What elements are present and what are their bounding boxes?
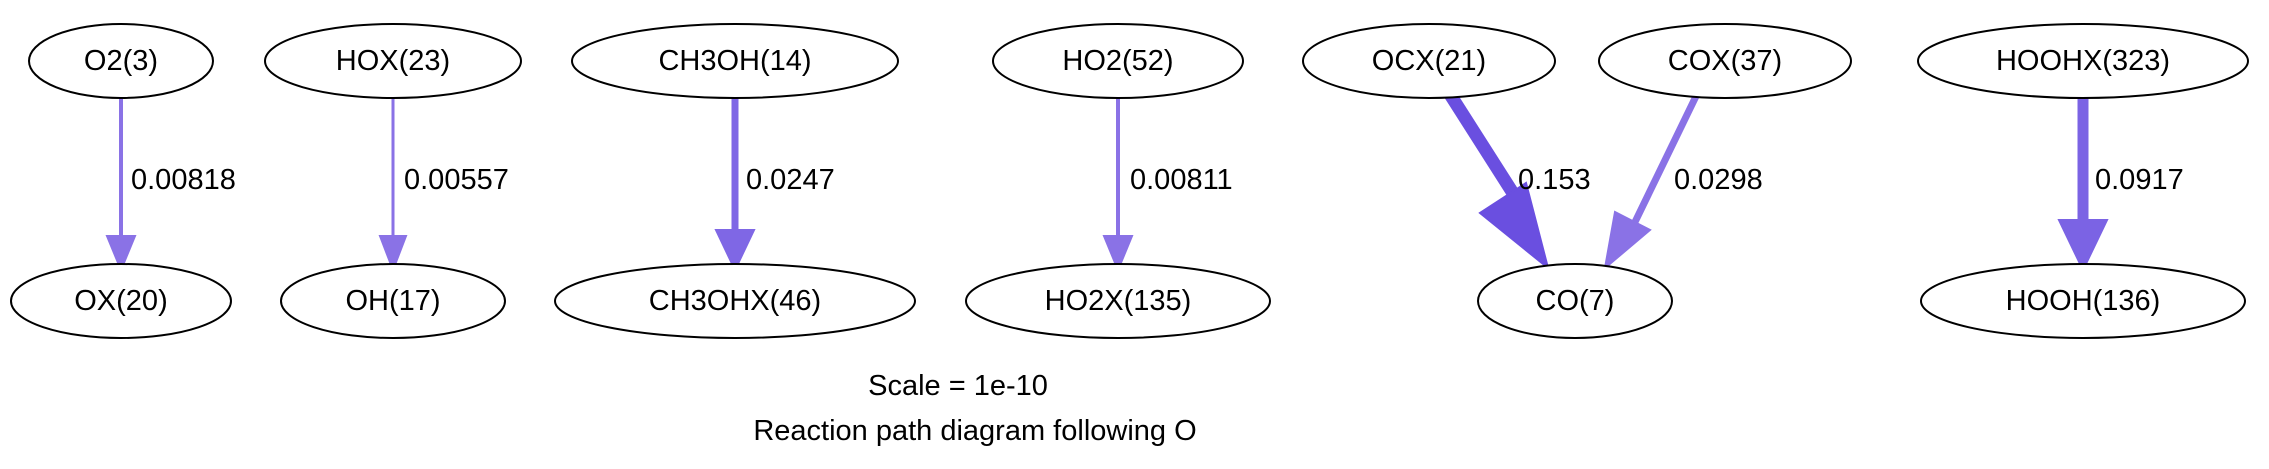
node-ch3ohx: CH3OHX(46) [554,263,916,339]
node-ch3oh: CH3OH(14) [571,23,899,99]
svg-text:HO2(52): HO2(52) [1062,45,1173,77]
edge-ho2-ho2x: 0.00811 [1102,88,1233,273]
svg-text:HO2X(135): HO2X(135) [1045,285,1192,317]
node-o2: O2(3) [28,23,214,99]
node-hoohx: HOOHX(323) [1917,23,2249,99]
node-hooh: HOOH(136) [1920,263,2246,339]
svg-text:CH3OHX(46): CH3OHX(46) [649,285,821,317]
node-ocx: OCX(21) [1302,23,1556,99]
node-co: CO(7) [1477,263,1673,339]
scale-caption: Scale = 1e-10 [868,370,1048,402]
edge-o2-ox: 0.00818 [105,88,236,273]
edge-ocx-co: 0.153 [1440,84,1591,271]
diagram-title: Reaction path diagram following O [753,415,1196,447]
svg-text:COX(37): COX(37) [1668,45,1782,77]
edge-label-cox-co: 0.0298 [1674,164,1763,196]
edge-label-ch3oh-ch3ohx: 0.0247 [746,164,835,196]
node-ho2: HO2(52) [992,23,1244,99]
svg-text:HOOH(136): HOOH(136) [2006,285,2161,317]
edge-label-ho2-ho2x: 0.00811 [1130,164,1233,196]
svg-text:CH3OH(14): CH3OH(14) [658,45,811,77]
edge-label-ocx-co: 0.153 [1518,164,1591,196]
edge-label-hox-oh: 0.00557 [404,164,509,196]
svg-text:CO(7): CO(7) [1536,285,1615,317]
edge-hoohx-hooh: 0.0917 [2057,88,2184,273]
edge-label-o2-ox: 0.00818 [131,164,236,196]
svg-text:OH(17): OH(17) [345,285,440,317]
svg-text:OX(20): OX(20) [74,285,167,317]
svg-text:OCX(21): OCX(21) [1372,45,1486,77]
node-ox: OX(20) [10,263,232,339]
edge-ch3oh-ch3ohx: 0.0247 [714,88,835,273]
node-ho2x: HO2X(135) [965,263,1271,339]
node-oh: OH(17) [280,263,506,339]
edge-hox-oh: 0.00557 [378,88,509,273]
svg-text:HOX(23): HOX(23) [336,45,450,77]
svg-text:O2(3): O2(3) [84,45,158,77]
svg-text:HOOHX(323): HOOHX(323) [1996,45,2170,77]
node-cox: COX(37) [1598,23,1852,99]
node-hox: HOX(23) [264,23,522,99]
edge-label-hoohx-hooh: 0.0917 [2095,164,2184,196]
edge-cox-co: 0.0298 [1603,86,1763,271]
